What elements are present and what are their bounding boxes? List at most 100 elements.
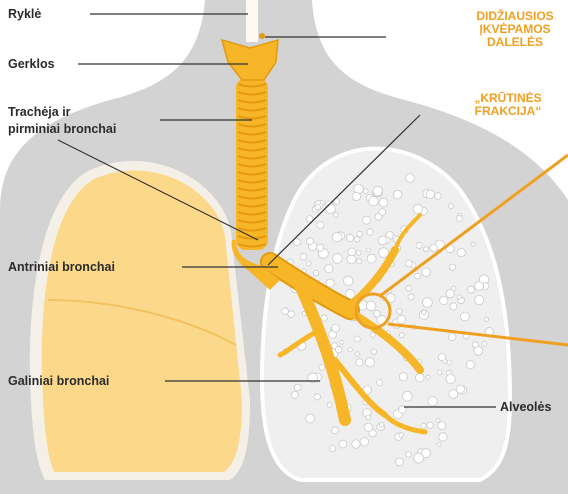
alveolus	[356, 359, 363, 366]
alveolus	[406, 174, 415, 183]
alveolus	[446, 290, 454, 298]
alveolus	[348, 348, 352, 352]
alveolus	[482, 341, 487, 346]
alveolus	[475, 282, 484, 291]
alveolus	[344, 276, 353, 285]
alveolus	[370, 332, 375, 337]
alveolus	[403, 391, 413, 401]
alveolus	[435, 193, 442, 200]
alveolus	[449, 204, 454, 209]
alveolus	[373, 186, 382, 195]
alveolus	[339, 440, 347, 448]
alveolus	[424, 247, 429, 252]
alveolus	[330, 445, 336, 451]
alveolus	[307, 238, 314, 245]
alveolus	[357, 259, 362, 264]
alveolus	[340, 340, 344, 344]
alveolus	[363, 189, 368, 194]
alveolus	[325, 265, 333, 273]
alveolus	[416, 242, 422, 248]
alveolus	[422, 310, 427, 315]
label-rykle: Ryklė	[8, 6, 41, 22]
alveolus	[356, 251, 361, 256]
label-alveoles: Alveolės	[500, 399, 551, 415]
alveolus	[405, 260, 412, 267]
alveolus	[379, 198, 388, 207]
alveolus	[346, 234, 353, 241]
alveolus	[352, 192, 360, 200]
alveolus	[399, 433, 404, 438]
alveolus	[450, 303, 457, 310]
label-tracheja-2: pirminiai bronchai	[8, 121, 116, 137]
alveolus	[313, 270, 319, 276]
alveolus	[421, 423, 426, 428]
alveolus	[471, 242, 475, 246]
alveolus	[413, 204, 422, 213]
alveolus	[400, 333, 405, 338]
alveolus	[366, 301, 376, 311]
alveolus	[423, 298, 433, 308]
alveolus	[306, 414, 315, 423]
alveolus	[315, 204, 321, 210]
alveolus	[355, 237, 360, 242]
alveolus	[332, 324, 340, 332]
alveolus	[422, 268, 430, 276]
label-antriniai: Antriniai bronchai	[8, 259, 115, 275]
label-galiniai: Galiniai bronchai	[8, 373, 109, 389]
alveolus	[314, 394, 320, 400]
alveolus	[360, 437, 369, 446]
alveolus	[369, 196, 378, 205]
label-gerklos: Gerklos	[8, 56, 55, 72]
label-didziausios: DIDŽIAUSIOS ĮKVĖPAMOS DALELĖS	[462, 10, 568, 49]
alveolus	[393, 190, 402, 199]
label-krutines: „KRŪTINĖS FRAKCIJA“	[460, 92, 556, 118]
alveolus	[317, 244, 324, 251]
alveolus	[354, 336, 360, 342]
alveolus	[334, 213, 339, 218]
alveolus	[300, 253, 307, 260]
alveolus	[440, 296, 448, 304]
alveolus	[355, 352, 360, 357]
didziausios-line-3: DALELĖS	[462, 36, 568, 49]
alveolus	[475, 295, 484, 304]
alveolus	[371, 349, 377, 355]
alveolus	[397, 315, 406, 324]
alveolus	[438, 422, 446, 430]
alveolus	[320, 200, 324, 204]
alveolus	[367, 229, 373, 235]
alveolus	[461, 312, 470, 321]
alveolus	[379, 248, 389, 258]
alveolus	[426, 375, 430, 379]
alveolus	[332, 232, 342, 242]
alveolus	[319, 364, 325, 370]
alveolus	[448, 333, 456, 341]
alveolus	[321, 315, 327, 321]
alveolus	[436, 418, 440, 422]
alveolus	[332, 427, 339, 434]
alveolus	[468, 286, 475, 293]
alveolus	[367, 248, 371, 252]
alveolus	[438, 353, 445, 360]
alveolus	[427, 422, 433, 428]
alveolus	[457, 249, 465, 257]
alveolus	[378, 236, 387, 245]
alveolus	[363, 216, 371, 224]
alveolus	[327, 403, 332, 408]
alveolus	[375, 213, 382, 220]
alveolus	[357, 231, 363, 237]
left-lung-inner	[42, 170, 242, 472]
alveolus	[426, 190, 434, 198]
alveolus	[326, 279, 334, 287]
alveolus	[408, 294, 414, 300]
alveolus	[437, 370, 442, 375]
alveolus	[364, 423, 372, 431]
alveolus	[449, 264, 455, 270]
alveolus	[484, 317, 488, 321]
alveolus	[447, 360, 451, 364]
alveolus	[379, 422, 384, 427]
alveolus	[430, 244, 438, 252]
alveolus	[365, 358, 374, 367]
alveolus	[414, 453, 424, 463]
alveolus	[288, 311, 295, 318]
